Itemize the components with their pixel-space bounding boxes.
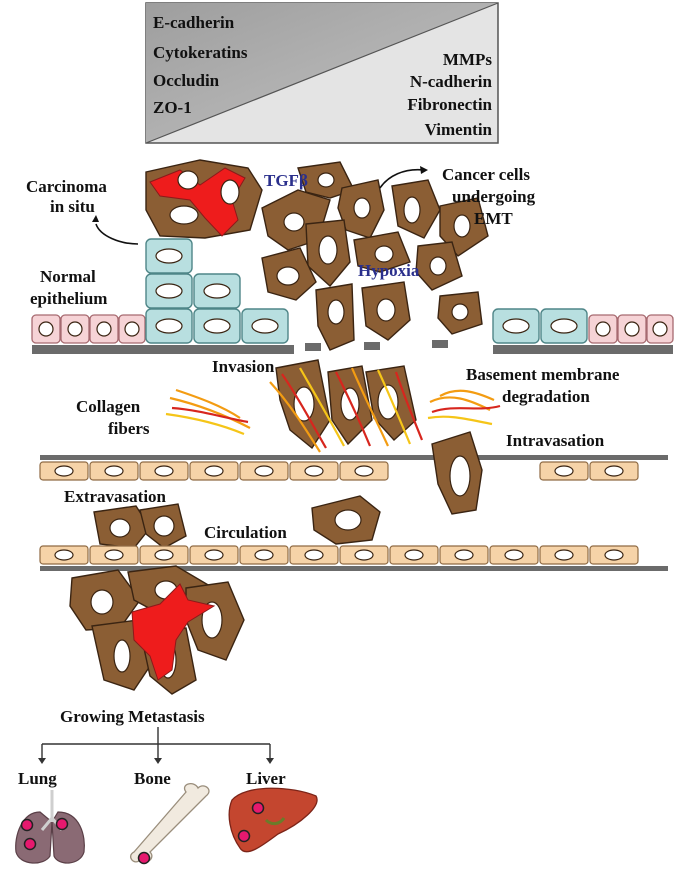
basement-membrane-line2: degradation: [502, 387, 590, 406]
endothelial-nucleus: [504, 549, 524, 561]
endothelial-nucleus: [354, 549, 374, 561]
endothelial-nucleus: [54, 549, 74, 561]
left-marker-1: E-cadherin: [153, 13, 235, 32]
endothelial-nucleus: [554, 549, 574, 561]
normal-epithelium-line1: Normal: [40, 267, 96, 286]
endothelial-nucleus: [254, 549, 274, 561]
organ-label-bone: Bone: [134, 769, 171, 788]
pink-normal-cells-right: [588, 314, 674, 344]
lung-icon: [15, 790, 85, 864]
annotation-arrows: [38, 166, 428, 764]
vessel-wall-upper: [39, 455, 668, 481]
endothelial-nucleus: [604, 549, 624, 561]
endothelial-nucleus: [454, 549, 474, 561]
carcinoma-label-line2: in situ: [50, 197, 95, 216]
marker-gradient-box: E-cadherin Cytokeratins Occludin ZO-1 MM…: [145, 2, 499, 144]
endothelial-nucleus: [404, 549, 424, 561]
endothelial-nucleus: [204, 465, 224, 477]
collagen-fibers: [165, 388, 501, 436]
endothelial-nucleus: [304, 465, 324, 477]
left-marker-4: ZO-1: [153, 98, 192, 117]
organ-label-liver: Liver: [246, 769, 286, 788]
liver-icon: [228, 787, 318, 853]
right-marker-3: Fibronectin: [407, 95, 492, 114]
endothelial-nucleus: [104, 465, 124, 477]
necrotic-core-metastasis: [131, 583, 216, 681]
right-marker-1: MMPs: [443, 50, 492, 69]
arrow-to-emt-label: [379, 168, 425, 189]
collagen-label-line2: fibers: [108, 419, 150, 438]
endothelial-nucleus: [54, 465, 74, 477]
organ-label-lung: Lung: [18, 769, 57, 788]
endothelial-nucleus: [304, 549, 324, 561]
vessel-wall-lower: [39, 545, 668, 571]
endothelial-nucleus: [154, 465, 174, 477]
endothelial-nucleus: [254, 465, 274, 477]
normal-epithelium-layer: [31, 238, 674, 354]
invasion-label: Invasion: [212, 357, 275, 376]
basement-membrane-left: [32, 345, 294, 354]
extravasation-label: Extravasation: [64, 487, 167, 506]
emt-label-line3: EMT: [474, 209, 513, 228]
tgf-beta-label: TGFβ: [264, 171, 308, 190]
metastatic-tumor: [69, 565, 245, 695]
endothelial-nucleus: [354, 465, 374, 477]
endothelial-nucleus: [104, 549, 124, 561]
emt-label-line1: Cancer cells: [442, 165, 530, 184]
basement-membrane-right: [493, 345, 673, 354]
hypoxia-label: Hypoxia: [358, 261, 420, 280]
arrow-to-carcinoma-label: [95, 223, 139, 245]
invasive-cells-with-fibers: [269, 359, 424, 453]
emt-label-line2: undergoing: [452, 187, 536, 206]
intravasation-label: Intravasation: [506, 431, 605, 450]
primary-tumor-cluster: [145, 159, 489, 351]
circulation-label: Circulation: [204, 523, 287, 542]
pink-normal-cells-left: [31, 314, 146, 344]
bone-icon: [130, 782, 210, 865]
endothelial-nucleus: [604, 465, 624, 477]
right-marker-4: Vimentin: [425, 120, 493, 139]
epithelial-cells-right: [492, 308, 588, 344]
epithelial-cells-left: [145, 238, 289, 344]
carcinoma-label-line1: Carcinoma: [26, 177, 107, 196]
growing-metastasis-label: Growing Metastasis: [60, 707, 205, 726]
left-marker-3: Occludin: [153, 71, 220, 90]
basement-membrane-line1: Basement membrane: [466, 365, 620, 384]
normal-epithelium-line2: epithelium: [30, 289, 107, 308]
endothelial-nucleus: [154, 549, 174, 561]
right-marker-2: N-cadherin: [410, 72, 493, 91]
endothelial-nucleus: [554, 465, 574, 477]
endothelial-nucleus: [204, 549, 224, 561]
collagen-label-line1: Collagen: [76, 397, 141, 416]
left-marker-2: Cytokeratins: [153, 43, 248, 62]
